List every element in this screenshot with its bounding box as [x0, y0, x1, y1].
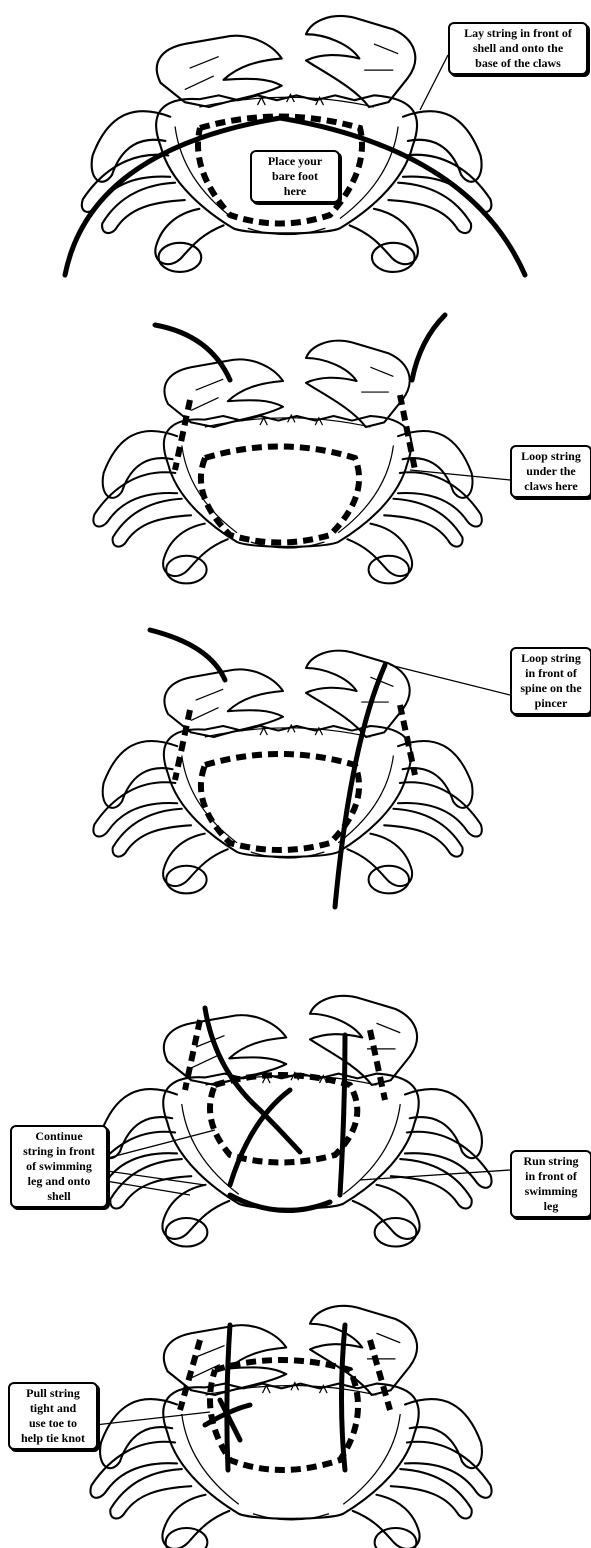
step-2-panel: Loop string under the claws here	[0, 310, 591, 620]
callout-continue-string: Continue string in front of swimming leg…	[10, 1125, 108, 1208]
callout-lay-string: Lay string in front of shell and onto th…	[448, 22, 588, 75]
string-5-left	[227, 1325, 230, 1470]
callout-pull-tight: Pull string tight and use toe to help ti…	[8, 1382, 98, 1450]
string-4-bottom	[230, 1195, 330, 1211]
step-5-panel: Pull string tight and use toe to help ti…	[0, 1300, 591, 1548]
callout-run-string: Run string in front of swimming leg	[510, 1150, 591, 1218]
string-5-right	[342, 1325, 346, 1470]
string-4-cross	[230, 1090, 290, 1185]
step-3-panel: Loop string in front of spine on the pin…	[0, 625, 591, 925]
string-2-left	[155, 325, 230, 380]
callout-place-foot: Place your bare foot here	[250, 150, 340, 203]
callout-loop-spine: Loop string in front of spine on the pin…	[510, 647, 591, 715]
callout-loop-under-claws: Loop string under the claws here	[510, 445, 591, 498]
step-1-panel: Lay string in front of shell and onto th…	[0, 0, 591, 300]
crab-illustration-2	[0, 310, 591, 620]
step-4-panel: Continue string in front of swimming leg…	[0, 990, 591, 1260]
crab-illustration-3	[0, 625, 591, 925]
string-2-right	[412, 315, 445, 380]
